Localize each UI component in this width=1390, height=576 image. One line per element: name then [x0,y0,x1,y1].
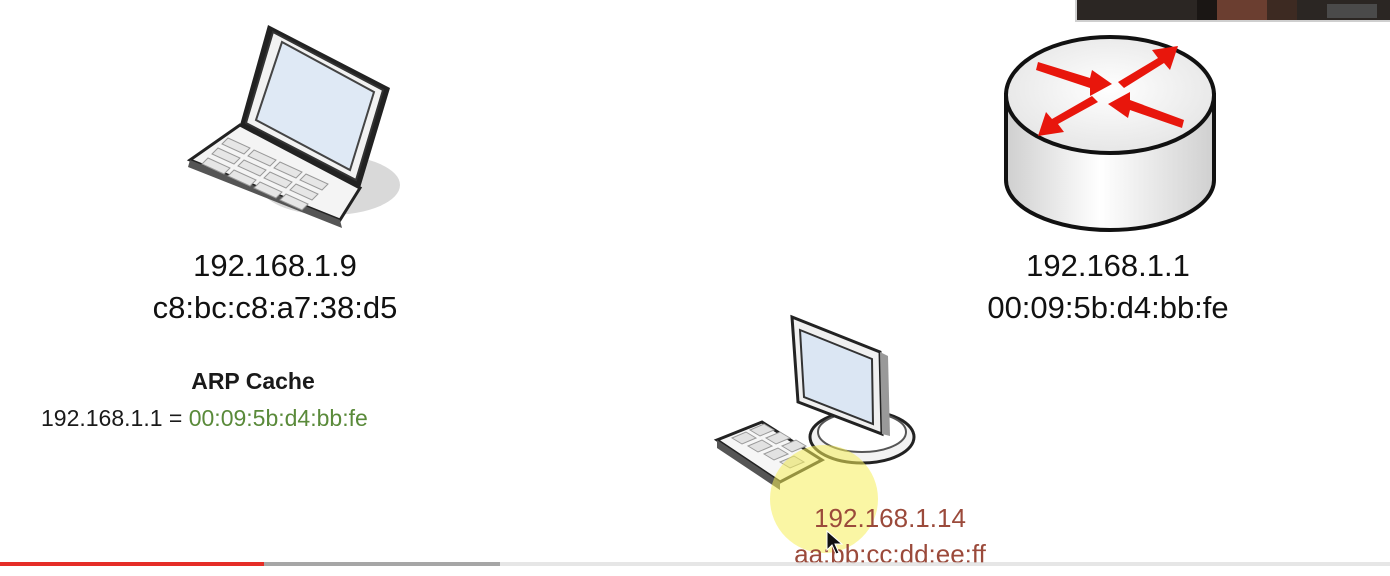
mouse-cursor-icon [826,529,846,558]
webcam-overlay [1075,0,1390,22]
laptop-icon [180,20,410,230]
router-ip: 192.168.1.1 [1026,248,1190,283]
desktop-computer-icon [712,312,922,497]
video-progress-bar[interactable] [0,562,1390,566]
arp-entry-ip: 192.168.1.1 = [41,405,189,431]
video-progress-played [0,562,265,566]
attacker-ip: 192.168.1.14 [814,503,966,533]
cursor-highlight [770,445,878,553]
router-mac: 00:09:5b:d4:bb:fe [987,290,1229,325]
arp-cache-title: ARP Cache [191,368,315,394]
arp-cache-entry: 192.168.1.1 = 00:09:5b:d4:bb:fe [41,405,368,432]
laptop-mac: c8:bc:c8:a7:38:d5 [152,290,398,325]
laptop-ip: 192.168.1.9 [193,248,357,283]
webcam-image [1077,0,1390,20]
router-icon [1000,20,1220,235]
arp-entry-mac: 00:09:5b:d4:bb:fe [188,405,368,431]
